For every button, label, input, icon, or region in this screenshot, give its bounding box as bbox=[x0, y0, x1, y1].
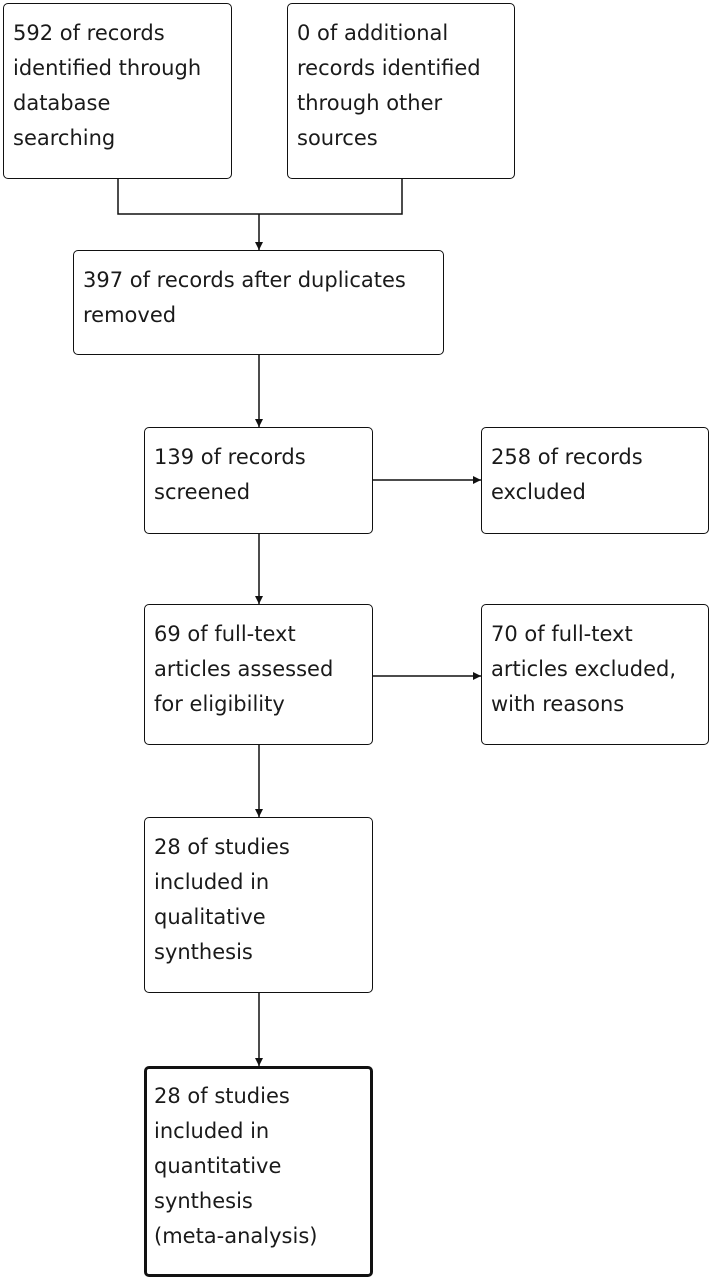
records-identified-other-box: 0 of additional records identified throu… bbox=[287, 3, 515, 179]
quantitative-synthesis-box: 28 of studies included in quantitative s… bbox=[144, 1066, 373, 1277]
merge-connector bbox=[117, 179, 403, 215]
records-screened-box: 139 of records screened bbox=[144, 427, 373, 534]
records-excluded-text: 258 of records excluded bbox=[491, 445, 643, 504]
records-excluded-box: 258 of records excluded bbox=[481, 427, 709, 534]
records-identified-other-text: 0 of additional records identified throu… bbox=[297, 21, 481, 150]
fulltext-assessed-box: 69 of full-text articles assessed for el… bbox=[144, 604, 373, 745]
quantitative-synthesis-text: 28 of studies included in quantitative s… bbox=[154, 1084, 318, 1248]
records-screened-text: 139 of records screened bbox=[154, 445, 306, 504]
fulltext-excluded-text: 70 of full-text articles excluded, with … bbox=[491, 622, 677, 716]
records-after-duplicates-box: 397 of records after duplicates removed bbox=[73, 250, 444, 355]
qualitative-synthesis-text: 28 of studies included in qualitative sy… bbox=[154, 835, 290, 964]
records-after-duplicates-text: 397 of records after duplicates removed bbox=[83, 268, 406, 327]
records-identified-database-box: 592 of records identified through databa… bbox=[3, 3, 232, 179]
records-identified-database-text: 592 of records identified through databa… bbox=[13, 21, 202, 150]
fulltext-excluded-box: 70 of full-text articles excluded, with … bbox=[481, 604, 709, 745]
fulltext-assessed-text: 69 of full-text articles assessed for el… bbox=[154, 622, 334, 716]
qualitative-synthesis-box: 28 of studies included in qualitative sy… bbox=[144, 817, 373, 993]
